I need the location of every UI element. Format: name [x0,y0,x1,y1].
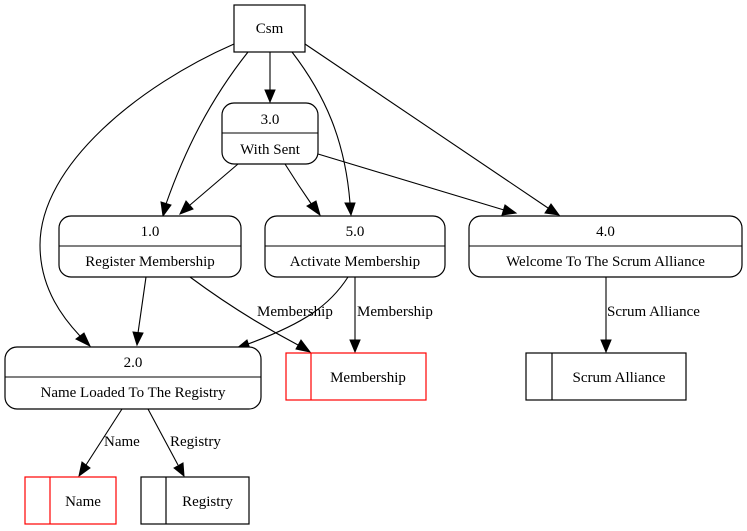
process-2[interactable]: 2.0 Name Loaded To The Registry [4,346,262,410]
arrowhead [295,339,312,353]
arrowhead [344,202,356,217]
process-name: Name Loaded To The Registry [40,385,226,401]
process-name: Activate Membership [290,254,420,270]
arrowhead [349,339,361,354]
process-5[interactable]: 5.0 Activate Membership [264,215,446,278]
store-name[interactable]: Name [24,476,117,525]
edge-csm-to-1 [165,51,249,205]
store-box [525,352,687,401]
edge-labels: Membership Membership Scrum Alliance Nam… [104,304,700,450]
edge-5-to-2 [247,276,349,345]
process-name: Welcome To The Scrum Alliance [506,254,705,270]
entity-label: Csm [256,21,284,37]
process-id: 2.0 [124,355,143,371]
edge-3-to-4 [317,153,505,211]
edge-label-p4-scrum: Scrum Alliance [607,304,700,320]
store-label: Scrum Alliance [573,370,666,386]
process-id: 5.0 [346,224,365,240]
arrowhead [78,461,91,478]
store-scrum-alliance[interactable]: Scrum Alliance [525,352,687,401]
edge-csm-to-5 [291,51,351,204]
process-name: With Sent [240,142,301,158]
arrowhead [160,201,172,218]
store-label: Membership [330,370,406,386]
arrowhead [173,462,185,478]
process-id: 4.0 [596,224,615,240]
arrowhead [179,200,194,215]
process-name: Register Membership [85,254,215,270]
edge-3-to-1 [189,163,239,206]
edge-label-p2-registry: Registry [170,434,221,450]
process-box [4,346,262,410]
edge-1-to-2 [137,276,147,334]
store-label: Name [65,494,101,510]
edge-2-to-name [85,408,123,466]
arrowhead [501,204,518,216]
arrowhead [544,203,561,216]
store-membership[interactable]: Membership [285,352,427,401]
edge-label-p5-membership: Membership [357,304,433,320]
entity-csm[interactable]: Csm [233,4,306,53]
store-box [24,476,117,525]
edge-label-p1-membership: Membership [257,304,333,320]
store-box [140,476,250,525]
process-4[interactable]: 4.0 Welcome To The Scrum Alliance [468,215,743,278]
store-label: Registry [182,494,233,510]
arrowhead [600,339,612,354]
entity-box [233,4,306,53]
process-1[interactable]: 1.0 Register Membership [58,215,242,278]
edge-3-to-5 [284,163,313,206]
edge-csm-to-4 [304,43,549,209]
arrowhead [264,89,276,104]
edge-1-to-membership [189,276,299,346]
store-registry[interactable]: Registry [140,476,250,525]
process-id: 1.0 [141,224,160,240]
edges [39,43,612,478]
process-3[interactable]: 3.0 With Sent [221,102,319,165]
edge-2-to-registry [147,408,179,466]
arrowhead [75,332,92,348]
process-id: 3.0 [261,112,280,128]
store-box [285,352,427,401]
arrowhead [132,331,144,347]
edge-csm-to-2 [39,43,235,337]
edge-label-p2-name: Name [104,434,140,450]
arrowhead [306,200,321,217]
